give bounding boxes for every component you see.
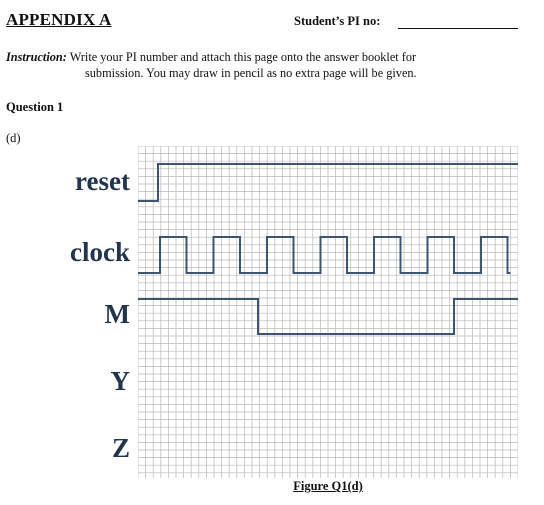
pi-number-field[interactable] [398,28,518,29]
instruction-block: Instruction: Write your PI number and at… [6,49,520,81]
instruction-line-1: Write your PI number and attach this pag… [69,50,417,64]
signal-label-reset: reset [75,166,130,196]
instruction-label: Instruction: [6,50,67,64]
signal-label-clock: clock [70,237,130,267]
question-title: Question 1 [6,100,64,114]
grid-lines [138,146,518,478]
signal-label-z: Z [111,433,130,463]
pi-number-label: Student’s PI no: [294,14,381,28]
signal-label-y: Y [110,366,131,396]
waveform-clock [138,236,511,274]
waveform-m [138,298,518,335]
signal-label-m: M [104,299,130,329]
instruction-line-2: submission. You may draw in pencil as no… [85,66,417,80]
waveform-reset [138,163,518,202]
waveforms [138,163,518,335]
appendix-title: APPENDIX A [6,10,112,29]
question-part-label: (d) [6,131,21,145]
timing-grid[interactable] [138,146,518,478]
figure-caption: Figure Q1(d) [293,479,363,493]
